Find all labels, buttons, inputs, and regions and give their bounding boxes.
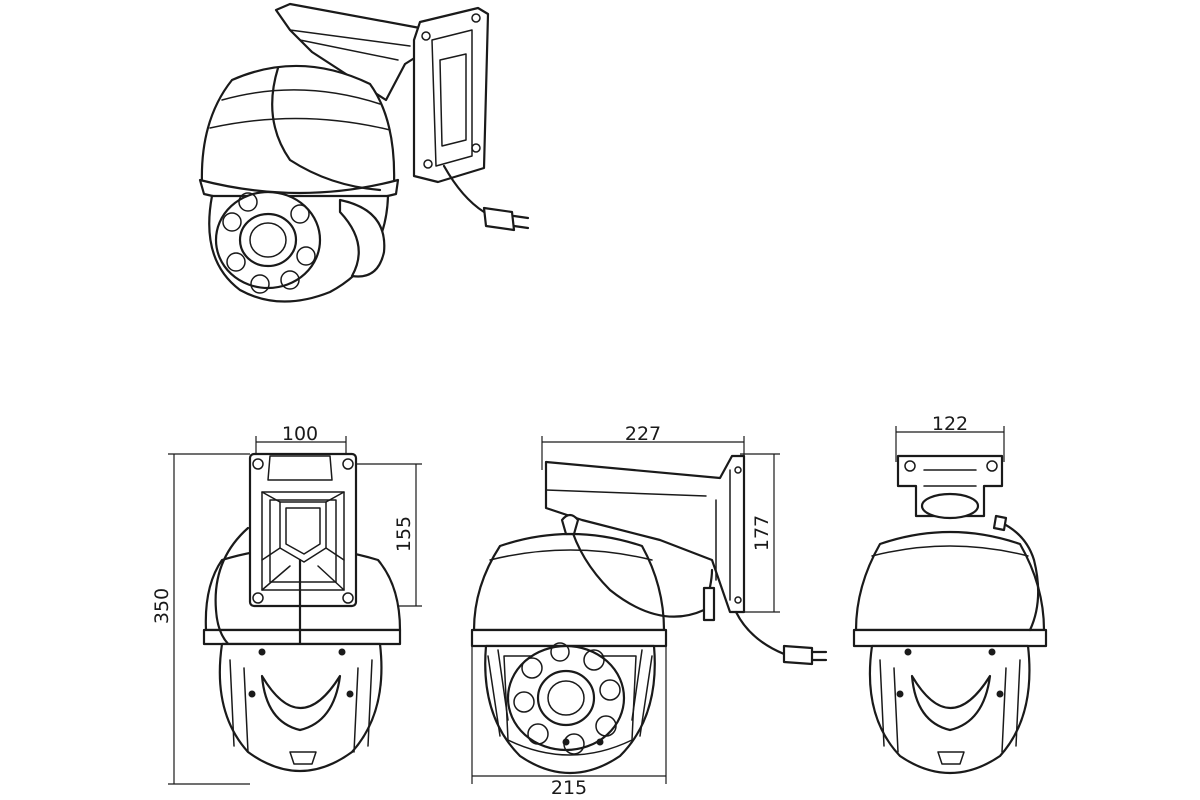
rear-yoke-arc xyxy=(260,674,342,732)
side-plate-screw xyxy=(986,460,998,472)
dim-side-width-label: 122 xyxy=(932,413,968,435)
side-dome-housing xyxy=(854,530,1046,632)
iso-ir-led xyxy=(280,270,300,290)
front-ir-led xyxy=(550,642,570,662)
rear-side-panel-right xyxy=(353,659,373,753)
rear-base-slot xyxy=(289,751,317,765)
side-dome-collar xyxy=(852,628,1048,648)
iso-bracket-arm xyxy=(274,2,426,102)
iso-wall-plate xyxy=(412,6,490,184)
iso-dome-band xyxy=(209,89,391,131)
iso-dome-housing xyxy=(200,64,396,198)
iso-ir-led xyxy=(296,246,316,266)
front-bracket-screw xyxy=(734,596,742,604)
dim-mount-height-label: 155 xyxy=(393,516,415,552)
side-screw xyxy=(904,648,912,656)
side-dome-band xyxy=(871,545,1029,557)
front-plug xyxy=(782,644,814,666)
iso-plate-screw xyxy=(471,13,481,23)
front-power-cable xyxy=(734,610,786,656)
iso-view xyxy=(198,2,530,303)
side-plate-screw xyxy=(904,460,916,472)
side-screw xyxy=(988,648,996,656)
rear-plate-screw xyxy=(252,592,264,604)
front-bracket-edge xyxy=(545,469,731,601)
iso-plate-screw xyxy=(423,159,433,169)
front-lens-inner xyxy=(547,680,585,716)
rear-cable xyxy=(214,526,302,654)
iso-ir-led xyxy=(226,252,246,272)
iso-ir-led xyxy=(290,204,310,224)
front-ir-led xyxy=(513,691,535,713)
front-ir-led xyxy=(521,657,543,679)
front-ir-led xyxy=(599,679,621,701)
side-plate-inner xyxy=(923,469,977,487)
front-ir-led xyxy=(527,723,549,745)
front-dome-housing xyxy=(472,532,666,632)
front-plug-pins xyxy=(810,650,828,662)
iso-ir-led xyxy=(250,274,270,294)
side-base-slot xyxy=(937,751,965,765)
front-ir-led xyxy=(595,715,617,737)
rear-plate-ribs xyxy=(261,491,345,591)
front-carabiner xyxy=(560,513,580,536)
side-yoke-arc xyxy=(910,674,992,732)
iso-plug xyxy=(482,206,516,232)
front-lens xyxy=(536,669,596,727)
front-screw xyxy=(562,738,570,746)
rear-view: 100 350 155 xyxy=(151,423,422,785)
iso-plug-pins xyxy=(512,214,530,230)
iso-bracket-arm-edge xyxy=(289,29,411,61)
rear-screw xyxy=(248,690,256,698)
front-dome-collar xyxy=(470,628,668,648)
rear-dome-collar xyxy=(202,628,402,646)
iso-wall-plate-inner xyxy=(431,29,473,167)
dim-dome-width-label: 215 xyxy=(551,777,587,799)
side-screw xyxy=(896,690,904,698)
rear-wall-plate xyxy=(248,452,358,608)
iso-lens-inner xyxy=(249,222,287,258)
rear-plate-screw xyxy=(342,458,354,470)
rear-screw xyxy=(258,648,266,656)
rear-screw xyxy=(346,690,354,698)
front-carabiner-2 xyxy=(702,586,716,622)
front-bracket-screw xyxy=(734,466,742,474)
side-safety-cable xyxy=(998,520,1040,632)
dim-rear-width-label: 100 xyxy=(282,423,318,445)
dim-bracket-height-label: 177 xyxy=(751,515,773,551)
front-screw xyxy=(596,738,604,746)
front-dome-band xyxy=(489,549,653,561)
rear-plate-screw xyxy=(342,592,354,604)
side-view: 122 xyxy=(852,413,1048,774)
rear-screw xyxy=(338,648,346,656)
iso-ir-led xyxy=(222,212,242,232)
side-panel-right xyxy=(1001,659,1021,753)
iso-yoke xyxy=(338,198,386,278)
front-view: 227 177 215 xyxy=(470,423,828,799)
front-ir-led xyxy=(583,649,605,671)
rear-plate-screw xyxy=(252,458,264,470)
side-carabiner xyxy=(992,514,1008,532)
front-lens-housing xyxy=(503,655,637,756)
side-mount-neck xyxy=(920,492,980,520)
iso-plate-screw xyxy=(421,31,431,41)
rear-side-panel-left xyxy=(229,659,249,753)
dim-height-total-label: 350 xyxy=(151,588,173,624)
iso-lens xyxy=(238,212,298,268)
iso-cable xyxy=(271,66,486,214)
iso-plate-screw xyxy=(471,143,481,153)
dim-bracket-length-label: 227 xyxy=(625,423,661,445)
side-panel-left xyxy=(879,659,899,753)
rear-plate-window xyxy=(279,501,327,563)
rear-plate-top xyxy=(267,455,333,481)
side-screw xyxy=(996,690,1004,698)
iso-ir-led xyxy=(238,192,258,212)
